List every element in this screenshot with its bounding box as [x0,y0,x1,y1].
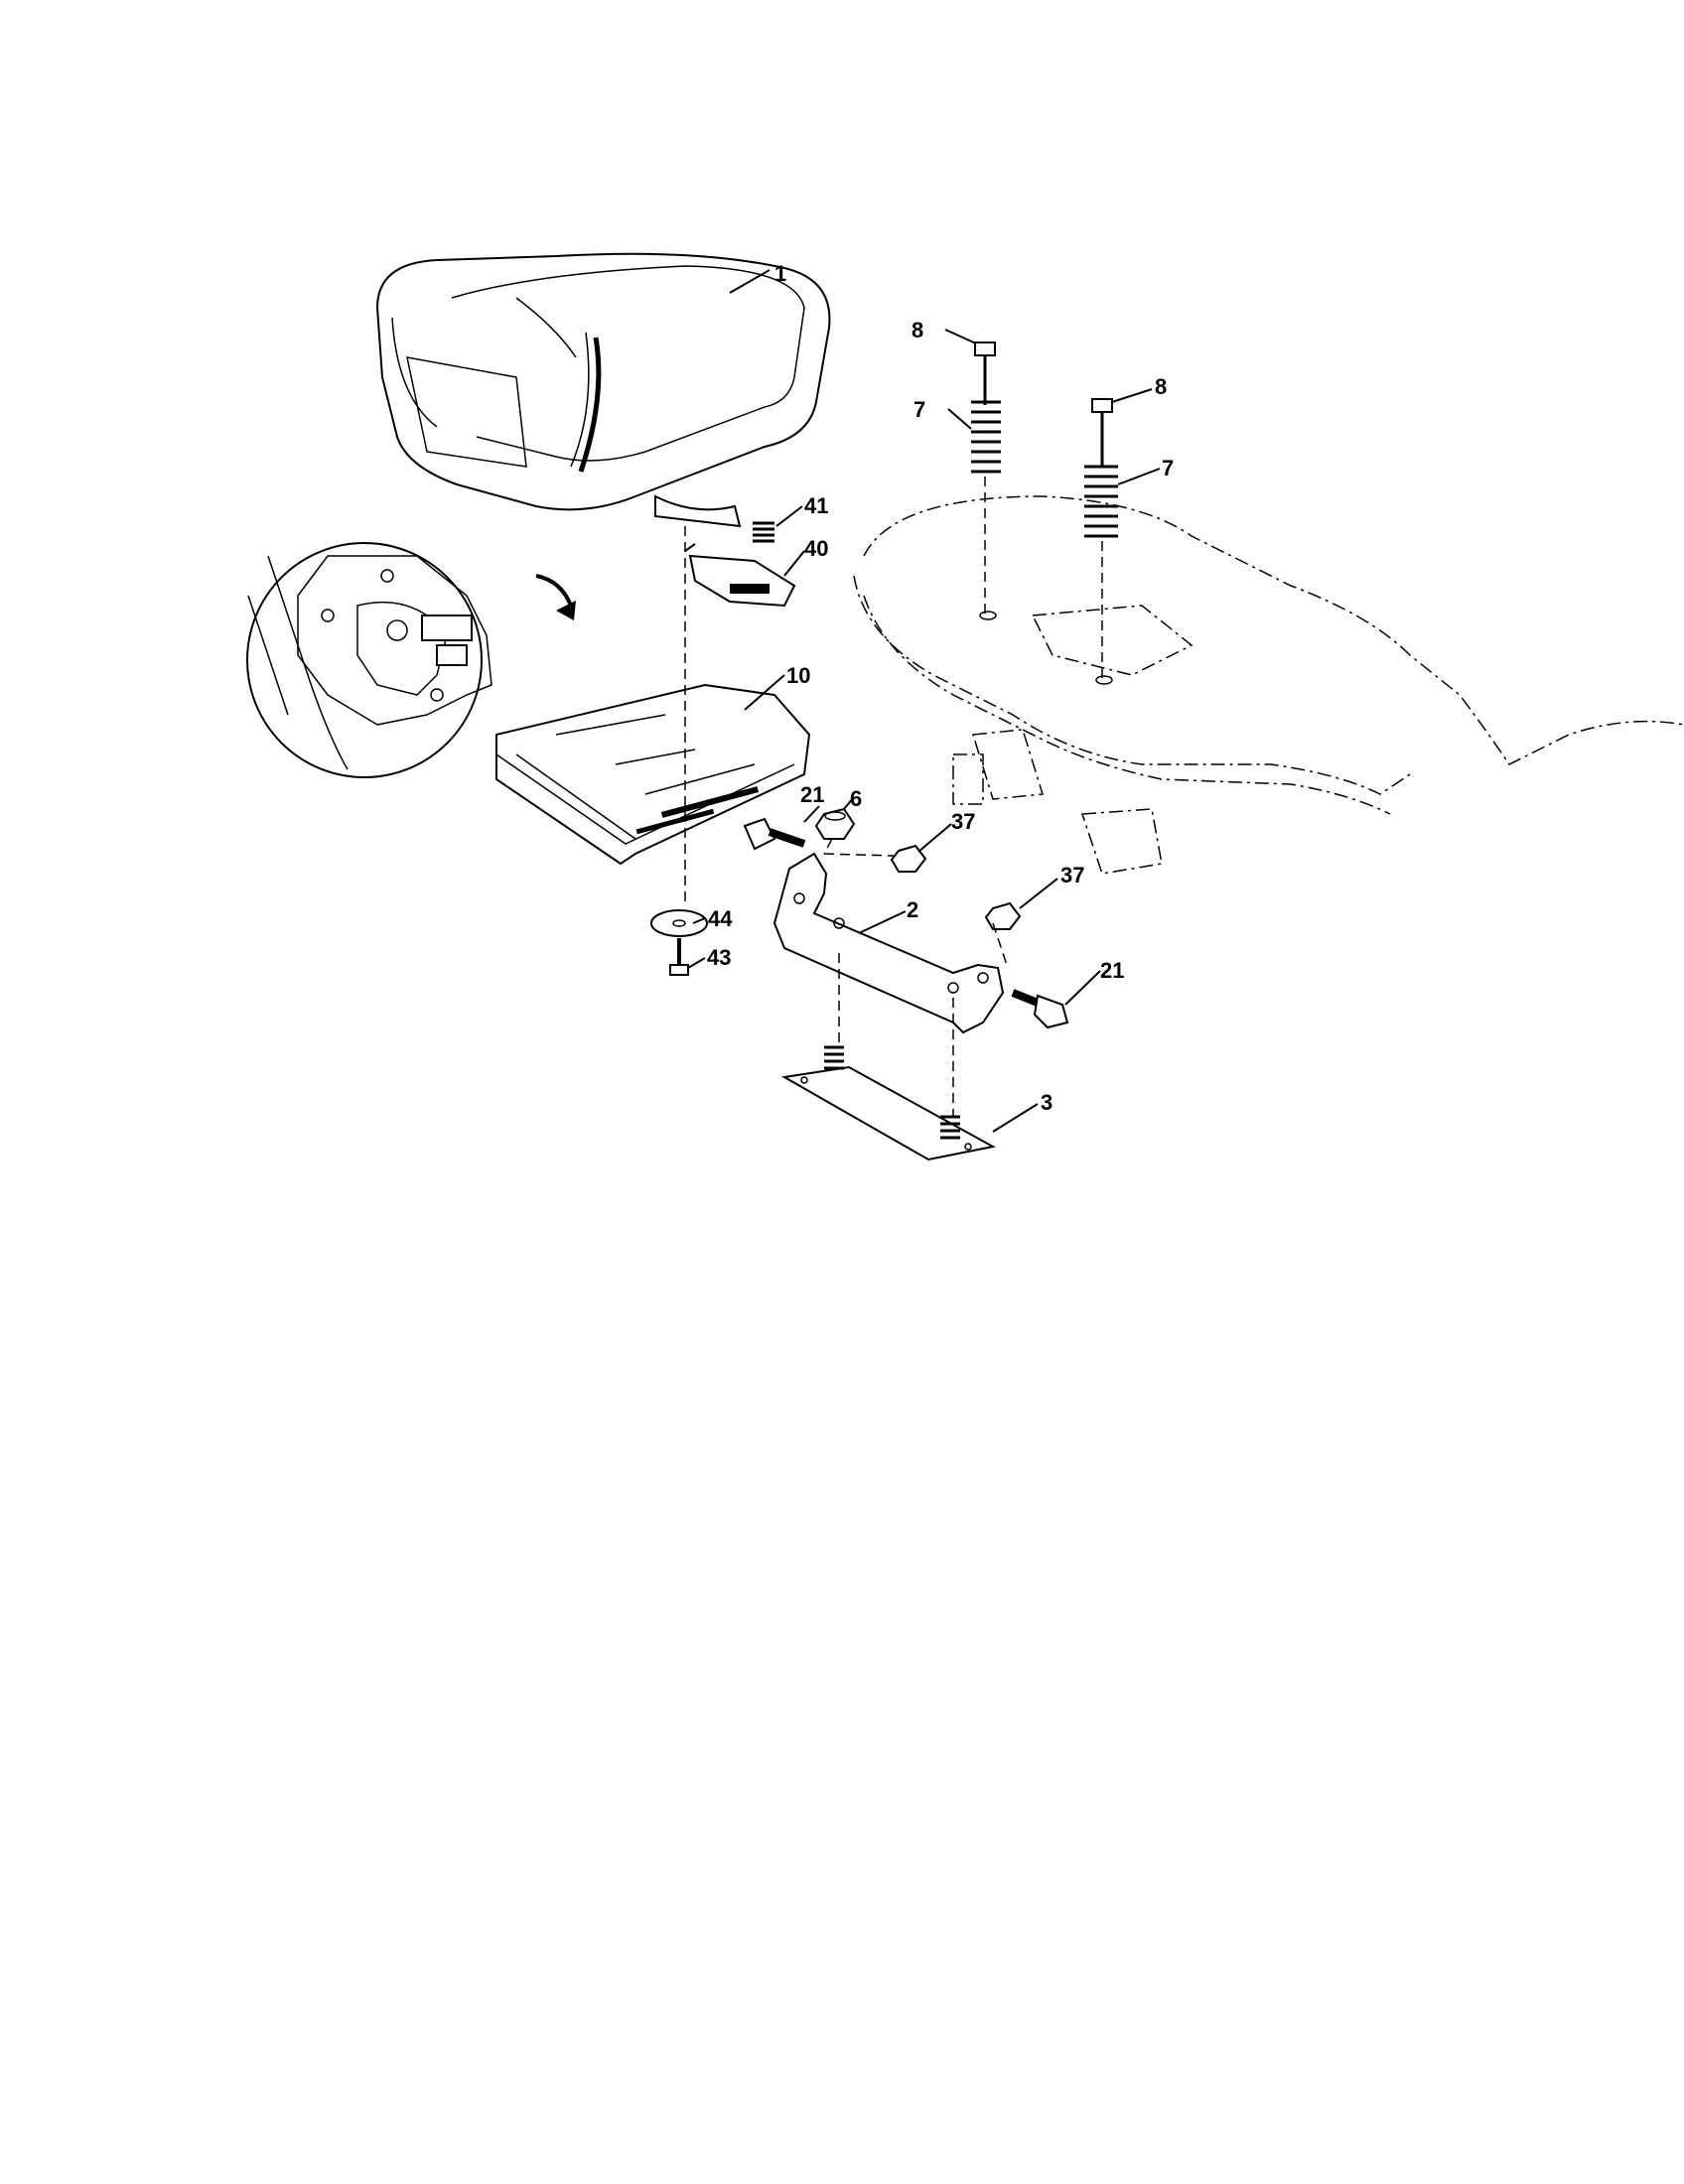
bracket-part [772,852,1005,1034]
seat-pan-part [495,683,811,866]
callout-43: 43 [707,945,731,970]
callout-10: 10 [786,663,810,688]
callout-37-upper: 37 [951,809,975,834]
screw-part [669,938,689,976]
seat-part [375,252,831,528]
callout-8-right: 8 [1155,374,1167,399]
spring-left-part [971,400,1001,474]
leader-lines [687,269,1161,1133]
shoulder-bolt-right-part [1011,989,1069,1029]
callout-6: 6 [850,786,862,811]
spring-right-part [1084,465,1118,538]
callout-1: 1 [774,261,786,286]
nut-37-lower-part [984,901,1022,930]
callout-7-right: 7 [1162,456,1174,480]
plate-part [781,1045,996,1161]
callout-44: 44 [708,906,733,931]
callout-21-right: 21 [1100,958,1124,983]
washer-part [650,909,708,937]
shoulder-bolt-left-part [743,817,806,851]
nut-37-upper-part [890,844,927,873]
assembly-lines [684,477,1103,1117]
nut-6-part [814,807,856,840]
bolt-right-part [1091,398,1113,467]
callout-7-left: 7 [913,397,925,422]
callout-21-left: 21 [800,782,824,807]
fender-outline [853,495,1684,875]
callout-2: 2 [907,897,918,922]
detail-inset [246,542,576,778]
callout-3: 3 [1041,1090,1052,1115]
callout-37-lower: 37 [1060,863,1084,887]
small-spring-part [753,521,774,543]
callout-40: 40 [804,536,828,561]
switch-part [684,543,796,608]
callout-8-left: 8 [912,318,923,342]
callout-41: 41 [804,493,828,518]
bolt-left-part [974,341,996,405]
